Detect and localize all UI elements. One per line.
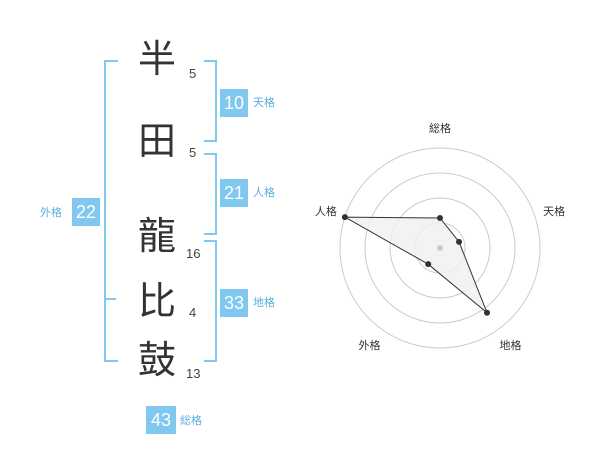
radar-point-天格: [456, 238, 463, 245]
radar-point-人格: [341, 214, 348, 221]
radar-ring: [364, 172, 516, 324]
tenkaku-label: 天格: [253, 96, 275, 109]
radar-axis-label: 外格: [358, 338, 380, 352]
gaikaku-label: 外格: [40, 206, 62, 219]
radar-point-外格: [425, 261, 432, 268]
soukaku-value: 43: [146, 406, 176, 434]
radar-ring: [389, 197, 491, 299]
stroke-count-3: 16: [186, 246, 201, 261]
jinkaku-label: 人格: [253, 186, 275, 199]
tenkaku-bracket: [204, 60, 217, 142]
radar-grid: [339, 147, 541, 349]
radar-point-総格: [437, 215, 443, 221]
radar-ring: [339, 147, 541, 349]
gaikaku-bracket-mid: [104, 298, 116, 300]
stroke-count-5: 13: [186, 366, 201, 381]
tenkaku-value: 10: [220, 89, 248, 117]
chikaku-value: 33: [220, 289, 248, 317]
name-char-5: 鼓: [137, 338, 176, 382]
chikaku-bracket: [204, 240, 217, 362]
radar-ring: [414, 222, 466, 274]
radar-data-polygon: [344, 216, 488, 314]
radar-axis-label: 天格: [543, 204, 565, 218]
gaikaku-value: 22: [72, 198, 100, 226]
soukaku-label: 総格: [180, 414, 202, 427]
name-char-1: 半: [137, 37, 176, 81]
stroke-count-2: 5: [189, 145, 197, 160]
radar-center-dot: [437, 245, 443, 251]
jinkaku-bracket: [204, 153, 217, 235]
stroke-count-1: 5: [189, 66, 197, 81]
jinkaku-value: 21: [220, 179, 248, 207]
chikaku-label: 地格: [253, 296, 275, 309]
radar-axis-label: 人格: [315, 204, 337, 218]
gaikaku-bracket: [104, 60, 118, 362]
name-char-4: 比: [137, 279, 176, 323]
name-char-2: 田: [137, 119, 176, 163]
stroke-count-4: 4: [189, 305, 197, 320]
name-char-3: 龍: [137, 214, 176, 258]
radar-points: [341, 214, 491, 316]
radar-point-地格: [484, 309, 491, 316]
radar-axis-label: 地格: [500, 338, 522, 352]
radar-axis-label: 総格: [429, 121, 451, 135]
